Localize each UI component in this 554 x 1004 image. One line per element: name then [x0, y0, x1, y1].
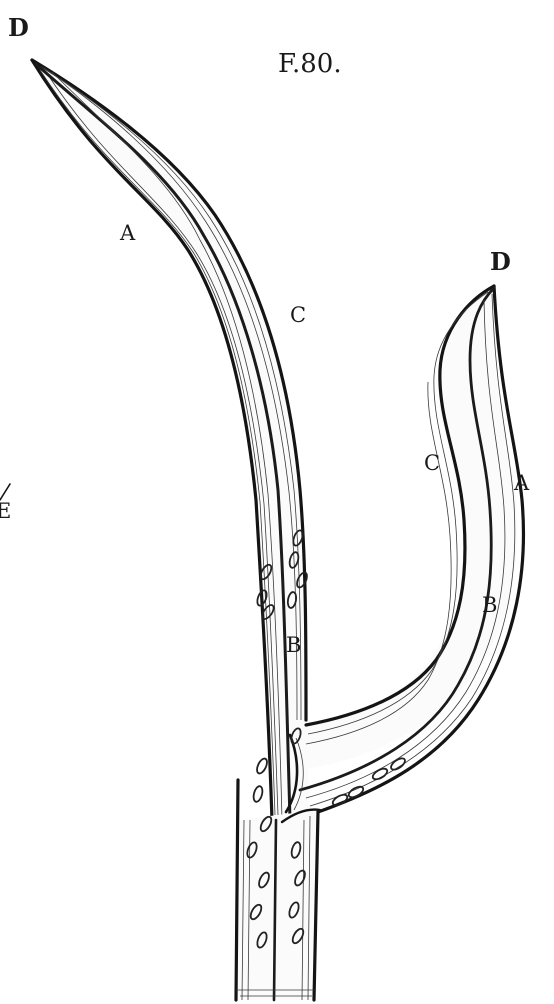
- figure-title: F.80.: [278, 49, 342, 79]
- label-right-inner-c: C: [424, 451, 440, 475]
- label-left-stem-b: B: [286, 633, 301, 657]
- edge-stroke: [0, 484, 10, 500]
- side-branch: [286, 286, 523, 812]
- label-left-tip-d: D: [8, 13, 29, 42]
- label-left-outer-a: A: [119, 221, 136, 245]
- label-left-inner-c: C: [290, 303, 306, 327]
- label-right-tip-d: D: [490, 247, 511, 276]
- label-right-outer-a: A: [513, 471, 530, 495]
- label-edge-partial-e: E: [0, 499, 11, 523]
- main-spine: [32, 60, 320, 1000]
- label-right-stem-b: B: [482, 593, 497, 617]
